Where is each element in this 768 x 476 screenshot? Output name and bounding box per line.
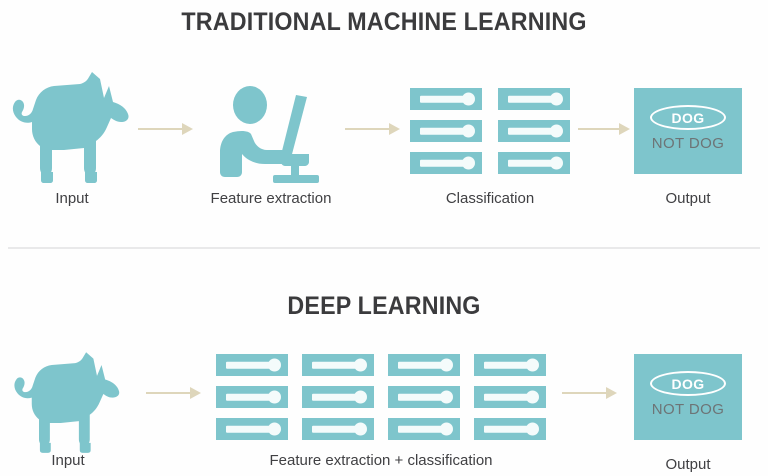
server-slot bbox=[312, 425, 357, 433]
server-slot bbox=[226, 425, 271, 433]
server-led-icon bbox=[461, 92, 475, 106]
server-unit bbox=[410, 120, 482, 142]
traditional-section-title: TRADITIONAL MACHINE LEARNING bbox=[181, 8, 587, 36]
caption-input-traditional: Input bbox=[55, 190, 89, 207]
output-box-icon: DOG NOT DOG bbox=[634, 354, 742, 440]
deep-learning-section-title: DEEP LEARNING bbox=[287, 292, 481, 320]
server-led-icon bbox=[525, 390, 539, 404]
not-dog-label-text: NOT DOG bbox=[651, 135, 725, 152]
server-slot bbox=[398, 393, 443, 401]
server-led-icon bbox=[461, 156, 475, 170]
caption-feature-extraction-classification: Feature extraction + classification bbox=[269, 452, 493, 469]
dog-label-pill: DOG bbox=[650, 105, 726, 130]
caption-feature-extraction: Feature extraction bbox=[210, 190, 332, 207]
caption-input-deep: Input bbox=[51, 452, 85, 469]
server-led-icon bbox=[439, 422, 453, 436]
caption-output-deep: Output bbox=[665, 456, 711, 473]
server-unit bbox=[498, 152, 570, 174]
server-unit bbox=[388, 354, 460, 376]
server-led-icon bbox=[549, 156, 563, 170]
server-slot bbox=[226, 361, 271, 369]
arrow-feature-extraction-to-classification bbox=[345, 122, 400, 136]
server-unit bbox=[474, 386, 546, 408]
server-slot bbox=[508, 95, 553, 103]
arrow-shaft bbox=[345, 128, 389, 130]
dog-silhouette-icon bbox=[10, 352, 126, 454]
server-slot bbox=[420, 159, 465, 167]
server-slot bbox=[508, 159, 553, 167]
arrow-input-to-feature-extraction bbox=[138, 122, 193, 136]
server-led-icon bbox=[267, 390, 281, 404]
arrow-head bbox=[606, 387, 617, 399]
dog-silhouette-icon bbox=[8, 72, 136, 184]
server-unit bbox=[216, 386, 288, 408]
server-led-icon bbox=[549, 92, 563, 106]
server-led-icon bbox=[353, 390, 367, 404]
arrow-head bbox=[190, 387, 201, 399]
arrow-head bbox=[619, 123, 630, 135]
arrow-classification-to-output bbox=[578, 122, 630, 136]
arrow-head bbox=[389, 123, 400, 135]
server-slot bbox=[484, 361, 529, 369]
deep-network-layer-grid bbox=[216, 354, 546, 440]
server-unit bbox=[302, 386, 374, 408]
server-slot bbox=[226, 393, 271, 401]
arrow-shaft bbox=[578, 128, 619, 130]
server-unit bbox=[474, 354, 546, 376]
server-unit bbox=[410, 88, 482, 110]
server-unit bbox=[302, 354, 374, 376]
dog-label-pill: DOG bbox=[650, 371, 726, 396]
server-unit bbox=[498, 120, 570, 142]
server-led-icon bbox=[267, 358, 281, 372]
server-led-icon bbox=[353, 358, 367, 372]
server-led-icon bbox=[267, 422, 281, 436]
not-dog-label-text: NOT DOG bbox=[651, 401, 725, 418]
server-slot bbox=[312, 361, 357, 369]
server-unit bbox=[216, 418, 288, 440]
server-led-icon bbox=[439, 358, 453, 372]
server-slot bbox=[312, 393, 357, 401]
server-slot bbox=[420, 127, 465, 135]
server-unit bbox=[474, 418, 546, 440]
server-slot bbox=[484, 393, 529, 401]
caption-output-traditional: Output bbox=[665, 190, 711, 207]
section-divider bbox=[8, 247, 760, 249]
server-slot bbox=[398, 361, 443, 369]
person-at-computer-icon bbox=[213, 84, 329, 184]
server-unit bbox=[216, 354, 288, 376]
arrow-shaft bbox=[562, 392, 606, 394]
dog-label-text: DOG bbox=[671, 375, 705, 392]
dog-label-text: DOG bbox=[671, 109, 705, 126]
caption-classification: Classification bbox=[445, 190, 535, 207]
server-led-icon bbox=[461, 124, 475, 138]
classification-server-grid bbox=[410, 88, 570, 174]
output-box-icon: DOG NOT DOG bbox=[634, 88, 742, 174]
server-slot bbox=[420, 95, 465, 103]
server-unit bbox=[302, 418, 374, 440]
server-slot bbox=[508, 127, 553, 135]
server-unit bbox=[410, 152, 482, 174]
server-unit bbox=[388, 386, 460, 408]
server-led-icon bbox=[525, 358, 539, 372]
server-led-icon bbox=[525, 422, 539, 436]
arrow-head bbox=[182, 123, 193, 135]
server-led-icon bbox=[353, 422, 367, 436]
arrow-shaft bbox=[138, 128, 182, 130]
arrow-input-to-network bbox=[146, 386, 201, 400]
arrow-network-to-output bbox=[562, 386, 617, 400]
arrow-shaft bbox=[146, 392, 190, 394]
server-unit bbox=[388, 418, 460, 440]
server-slot bbox=[484, 425, 529, 433]
server-led-icon bbox=[549, 124, 563, 138]
server-led-icon bbox=[439, 390, 453, 404]
server-slot bbox=[398, 425, 443, 433]
server-unit bbox=[498, 88, 570, 110]
